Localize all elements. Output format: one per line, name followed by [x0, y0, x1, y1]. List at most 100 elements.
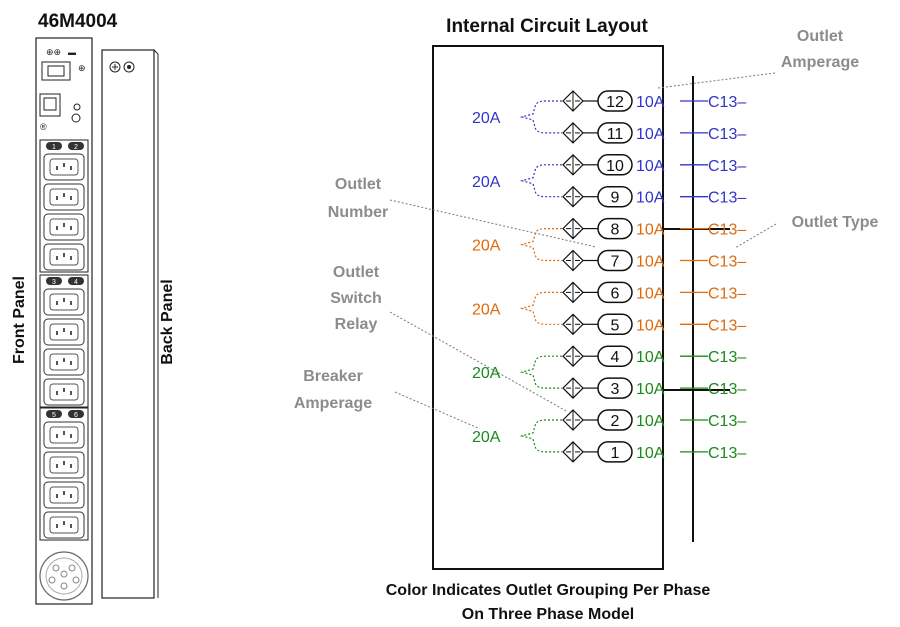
outlet-type: C13– — [708, 158, 746, 175]
callout-outlet-type: Outlet Type — [792, 214, 879, 231]
breaker-amperage: 20A — [472, 365, 501, 382]
outlet-row: 5 10A C13– — [562, 313, 746, 336]
callouts: Outlet Amperage Outlet Number Outlet Typ… — [294, 28, 879, 429]
relay-icon — [562, 377, 584, 399]
outlet-type: C13– — [708, 445, 746, 462]
relay-icon — [562, 122, 584, 144]
group-badge — [68, 142, 84, 150]
c13-outlet-icon — [43, 348, 85, 376]
breaker-brace — [519, 291, 562, 325]
relay-icon — [562, 90, 584, 112]
callout-outlet-amperage-line1: Outlet — [797, 28, 844, 45]
callout-switch-relay-line3: Relay — [335, 316, 378, 333]
breaker-brace — [519, 100, 562, 134]
c13-outlet-icon — [43, 318, 85, 346]
breaker-amperage: 20A — [472, 238, 501, 255]
svg-text:▬: ▬ — [68, 48, 76, 57]
group-badge — [46, 277, 62, 285]
outlet-number: 7 — [611, 254, 620, 271]
relay-icon — [562, 249, 584, 272]
breaker: 20A — [472, 228, 562, 262]
c13-outlet-icon — [43, 451, 85, 479]
c13-outlet-icon — [43, 243, 85, 271]
breaker-brace — [519, 355, 562, 389]
outlet-number: 2 — [611, 413, 620, 430]
callout-outlet-number-line1: Outlet — [335, 176, 382, 193]
outlet-amperage: 10A — [636, 413, 665, 430]
outlet-amperage: 10A — [636, 285, 665, 302]
outlet-amperage: 10A — [636, 126, 665, 143]
power-inlet-icon — [39, 551, 89, 601]
c13-outlet-icon — [43, 511, 85, 539]
breaker: 20A — [472, 291, 562, 325]
callout-switch-relay-line1: Outlet — [333, 264, 380, 281]
breaker-brace — [519, 419, 562, 453]
c13-outlet-icon — [43, 481, 85, 509]
relay-icon — [562, 153, 584, 176]
group-badge-label: 1 — [52, 144, 56, 151]
outlet-number: 5 — [611, 317, 620, 334]
outlet-amperage: 10A — [636, 94, 665, 111]
breaker: 20A — [472, 100, 562, 134]
outlet-type: C13– — [708, 94, 746, 111]
back-panel-label: Back Panel — [159, 279, 176, 364]
outlet-amperage: 10A — [636, 254, 665, 271]
relay-icon — [562, 441, 584, 463]
outlet-number: 12 — [606, 94, 624, 111]
outlet-type: C13– — [708, 126, 746, 143]
relay-icon — [562, 281, 584, 304]
relay-icon — [562, 217, 584, 240]
caption-line2: On Three Phase Model — [462, 606, 634, 623]
outlet-number: 6 — [611, 285, 620, 302]
caption-line1: Color Indicates Outlet Grouping Per Phas… — [386, 582, 711, 599]
outlet-type: C13– — [708, 381, 746, 398]
outlet-number-badge — [597, 281, 633, 304]
breaker: 20A — [472, 355, 562, 389]
outlet-number-badge — [597, 154, 633, 176]
callout-switch-relay-line2: Switch — [330, 290, 382, 307]
breaker-amperage: 20A — [472, 174, 501, 191]
outlet-number-badge — [597, 409, 633, 431]
outlet-type: C13– — [708, 190, 746, 207]
outlet-amperage: 10A — [636, 317, 665, 334]
outlet-number: 9 — [611, 190, 620, 207]
outlet-number: 11 — [607, 126, 624, 143]
breaker: 20A — [472, 164, 562, 198]
outlet-row: 11 10A C13– — [562, 122, 746, 144]
c13-outlet-icon — [43, 153, 85, 181]
c13-outlet-icon — [43, 378, 85, 406]
group-badge — [68, 277, 84, 285]
outlet-number: 1 — [611, 445, 620, 462]
outlet-number-badge — [597, 313, 633, 336]
outlet-type: C13– — [708, 222, 746, 239]
svg-text:⊕⊕: ⊕⊕ — [46, 47, 61, 57]
outlet-type: C13– — [708, 254, 746, 271]
outlet-number-badge — [597, 90, 633, 112]
svg-text:⊕: ⊕ — [78, 63, 86, 73]
outlet-number: 8 — [611, 222, 620, 239]
outlet-type: C13– — [708, 317, 746, 334]
c13-outlet-icon — [43, 213, 85, 241]
group-badge — [46, 410, 62, 418]
outlet-number-badge — [597, 441, 633, 463]
relay-icon — [562, 409, 584, 431]
c13-outlet-icon — [43, 183, 85, 211]
outlet-type: C13– — [708, 349, 746, 366]
outlet-row: 12 10A C13– — [562, 90, 746, 112]
c13-outlet-icon — [43, 288, 85, 316]
outlet-number-badge — [597, 345, 633, 367]
outlet-amperage: 10A — [636, 190, 665, 207]
group-badge-label: 6 — [74, 412, 78, 419]
outlet-amperage: 10A — [636, 158, 665, 175]
callout-breaker-amperage-line1: Breaker — [303, 368, 363, 385]
back-panel — [101, 49, 159, 599]
